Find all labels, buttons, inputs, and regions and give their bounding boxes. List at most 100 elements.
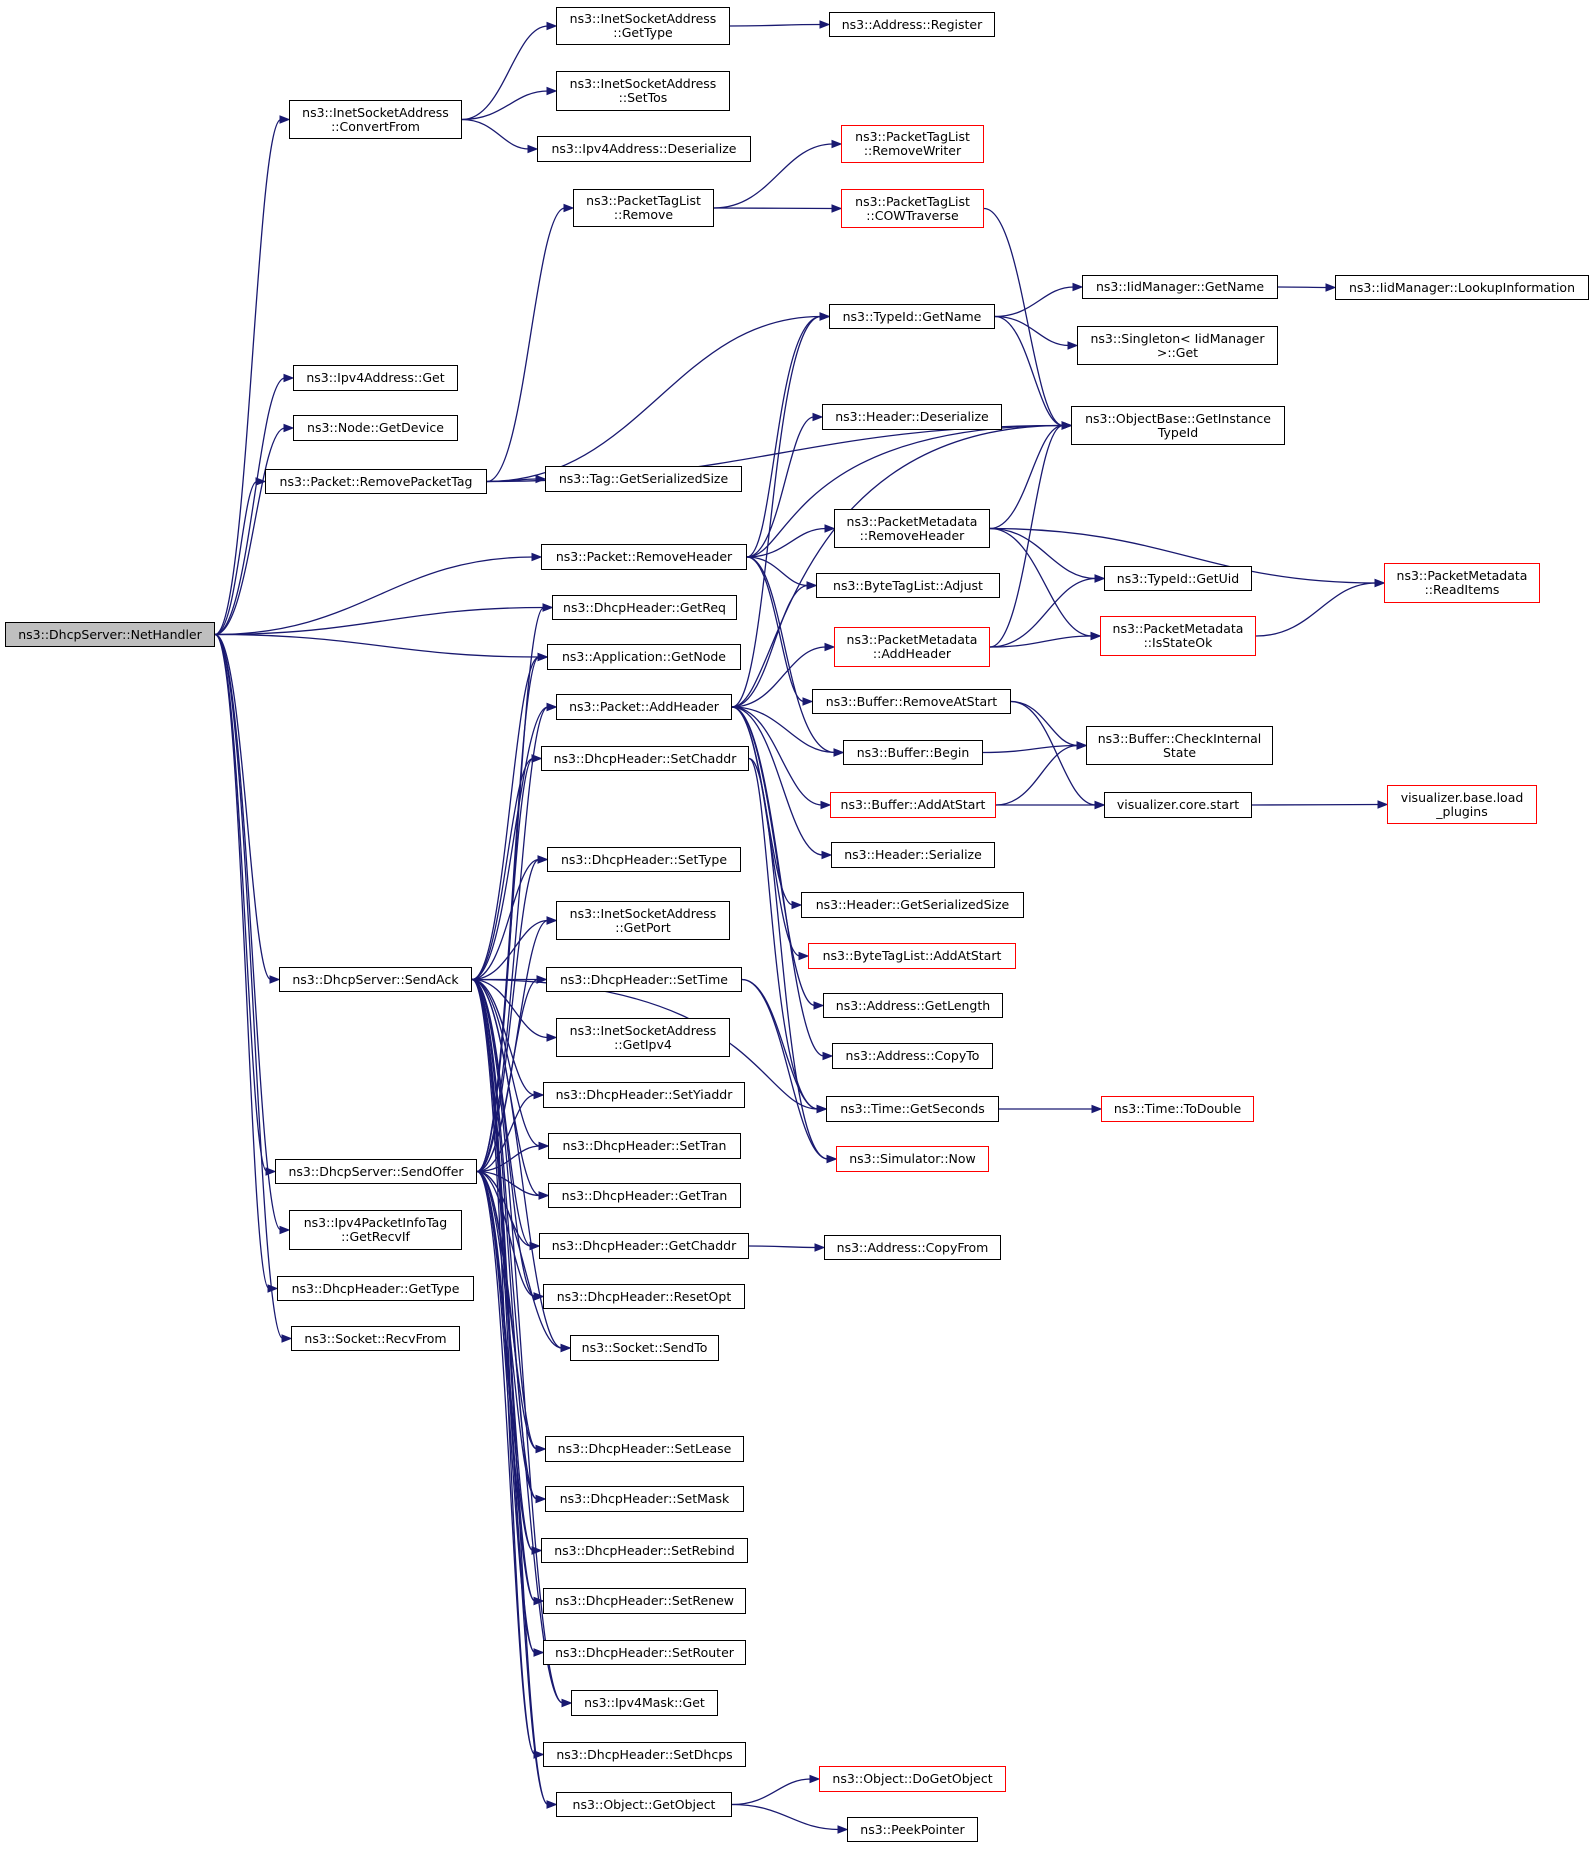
edge-buffer-add-at-start-to-buffer-check-internal-state [995, 744, 1079, 806]
node-set-dhcps[interactable]: ns3::DhcpHeader::SetDhcps [543, 1742, 746, 1767]
edge-send-ack-to-app-get-node [471, 656, 540, 981]
node-typeid-get-uid[interactable]: ns3::TypeId::GetUid [1104, 566, 1252, 591]
node-inet-get-type[interactable]: ns3::InetSocketAddress ::GetType [556, 7, 730, 45]
node-buffer-remove-at-start[interactable]: ns3::Buffer::RemoveAtStart [812, 689, 1011, 714]
node-peek-pointer[interactable]: ns3::PeekPointer [847, 1817, 978, 1842]
node-objbase-get-instance-typeid[interactable]: ns3::ObjectBase::GetInstance TypeId [1071, 406, 1285, 445]
edge-send-offer-to-reset-opt [476, 1170, 536, 1298]
node-btl-add-at-start[interactable]: ns3::ByteTagList::AddAtStart [808, 943, 1016, 969]
node-remove-packet-tag[interactable]: ns3::Packet::RemovePacketTag [265, 469, 487, 494]
node-node-get-device[interactable]: ns3::Node::GetDevice [293, 415, 458, 441]
edge-arrowhead [1374, 578, 1386, 588]
edge-arrowhead [802, 697, 814, 706]
node-remove-header[interactable]: ns3::Packet::RemoveHeader [541, 544, 747, 570]
node-inet-get-ipv4[interactable]: ns3::InetSocketAddress ::GetIpv4 [556, 1018, 730, 1057]
node-tag-get-serialized-size[interactable]: ns3::Tag::GetSerializedSize [545, 466, 742, 492]
node-pm-remove-header[interactable]: ns3::PacketMetadata ::RemoveHeader [834, 509, 990, 548]
edge-arrowhead [824, 642, 836, 652]
node-pm-add-header[interactable]: ns3::PacketMetadata ::AddHeader [834, 627, 990, 667]
edge-send-offer-to-set-mask [476, 1170, 538, 1500]
node-pm-read-items[interactable]: ns3::PacketMetadata ::ReadItems [1384, 563, 1540, 603]
edge-net-handler-to-ipv4-pkt-info-get-recv-if [214, 633, 282, 1231]
node-iid-get-name[interactable]: ns3::IidManager::GetName [1082, 275, 1278, 299]
node-ipv4mask-get[interactable]: ns3::Ipv4Mask::Get [571, 1690, 718, 1716]
node-btl-adjust[interactable]: ns3::ByteTagList::Adjust [816, 573, 1000, 598]
node-header-get-serialized-size[interactable]: ns3::Header::GetSerializedSize [801, 892, 1024, 918]
edge-send-offer-to-add-header [476, 706, 549, 1173]
node-app-get-node[interactable]: ns3::Application::GetNode [547, 644, 741, 670]
edge-pm-is-state-ok-to-pm-read-items [1255, 582, 1377, 637]
edge-send-offer-to-get-req [476, 606, 545, 1173]
edge-arrowhead [1091, 1104, 1103, 1114]
node-address-get-length[interactable]: ns3::Address::GetLength [823, 993, 1003, 1018]
edge-arrowhead [269, 975, 281, 984]
edge-send-offer-to-set-time [476, 978, 539, 1173]
node-get-chaddr[interactable]: ns3::DhcpHeader::GetChaddr [539, 1233, 749, 1259]
node-buffer-add-at-start[interactable]: ns3::Buffer::AddAtStart [830, 792, 996, 818]
node-time-get-seconds[interactable]: ns3::Time::GetSeconds [826, 1096, 999, 1122]
edge-arrowhead [1072, 282, 1084, 292]
node-reset-opt[interactable]: ns3::DhcpHeader::ResetOpt [543, 1284, 745, 1309]
edge-arrowhead [816, 1104, 828, 1114]
node-set-tran[interactable]: ns3::DhcpHeader::SetTran [548, 1133, 741, 1159]
node-set-renew[interactable]: ns3::DhcpHeader::SetRenew [543, 1588, 746, 1614]
node-get-req[interactable]: ns3::DhcpHeader::GetReq [552, 595, 737, 620]
node-vis-core-start[interactable]: visualizer.core.start [1104, 792, 1252, 818]
node-buffer-check-internal-state[interactable]: ns3::Buffer::CheckInternal State [1086, 726, 1273, 765]
edge-add-header-to-header-serialize [731, 706, 824, 856]
node-send-offer[interactable]: ns3::DhcpServer::SendOffer [275, 1159, 477, 1184]
node-set-router[interactable]: ns3::DhcpHeader::SetRouter [543, 1640, 746, 1665]
node-address-copy-to[interactable]: ns3::Address::CopyTo [832, 1043, 993, 1069]
node-inet-set-tos[interactable]: ns3::InetSocketAddress ::SetTos [556, 71, 730, 111]
node-ipv4-pkt-info-get-recv-if[interactable]: ns3::Ipv4PacketInfoTag ::GetRecvIf [289, 1210, 462, 1250]
node-ipv4-deserialize[interactable]: ns3::Ipv4Address::Deserialize [537, 136, 751, 162]
node-simulator-now[interactable]: ns3::Simulator::Now [836, 1146, 989, 1172]
edge-arrowhead [1076, 741, 1088, 750]
node-set-time[interactable]: ns3::DhcpHeader::SetTime [546, 967, 742, 992]
node-singleton-get[interactable]: ns3::Singleton< IidManager >::Get [1077, 326, 1278, 365]
node-set-lease[interactable]: ns3::DhcpHeader::SetLease [545, 1436, 744, 1462]
edge-inet-convert-from-to-ipv4-deserialize [461, 118, 530, 150]
edge-pm-add-header-to-pm-is-state-ok [989, 635, 1093, 648]
edge-arrowhead [533, 1750, 545, 1759]
node-time-to-double[interactable]: ns3::Time::ToDouble [1101, 1096, 1254, 1122]
edge-send-ack-to-socket-send-to [471, 978, 563, 1349]
edge-arrowhead [560, 1343, 572, 1353]
edge-add-header-to-buffer-begin [731, 706, 836, 754]
node-inet-get-port[interactable]: ns3::InetSocketAddress ::GetPort [556, 901, 730, 940]
node-inet-convert-from[interactable]: ns3::InetSocketAddress ::ConvertFrom [289, 100, 462, 139]
node-pm-is-state-ok[interactable]: ns3::PacketMetadata ::IsStateOk [1100, 616, 1256, 656]
node-set-rebind[interactable]: ns3::DhcpHeader::SetRebind [541, 1538, 748, 1563]
edge-remove-packet-tag-to-ptl-remove [486, 207, 566, 483]
node-buffer-begin[interactable]: ns3::Buffer::Begin [843, 740, 983, 765]
node-iid-lookup-info[interactable]: ns3::IidManager::LookupInformation [1335, 275, 1589, 300]
node-set-type[interactable]: ns3::DhcpHeader::SetType [547, 847, 741, 872]
node-socket-send-to[interactable]: ns3::Socket::SendTo [570, 1335, 719, 1361]
edge-net-handler-to-node-get-device [214, 427, 286, 636]
node-ipv4-get[interactable]: ns3::Ipv4Address::Get [293, 365, 458, 391]
node-ptl-cow-traverse[interactable]: ns3::PacketTagList ::COWTraverse [841, 189, 984, 228]
node-header-deserialize[interactable]: ns3::Header::Deserialize [822, 404, 1002, 430]
edge-arrowhead [798, 951, 810, 961]
node-net-handler: ns3::DhcpServer::NetHandler [5, 622, 215, 647]
edge-net-handler-to-send-offer [214, 633, 268, 1173]
node-set-mask[interactable]: ns3::DhcpHeader::SetMask [545, 1486, 744, 1512]
node-set-yiaddr[interactable]: ns3::DhcpHeader::SetYiaddr [543, 1082, 745, 1108]
node-vis-load-plugins[interactable]: visualizer.base.load _plugins [1387, 785, 1537, 824]
node-dhcp-get-type[interactable]: ns3::DhcpHeader::GetType [277, 1276, 474, 1301]
node-get-tran[interactable]: ns3::DhcpHeader::GetTran [548, 1183, 741, 1208]
node-header-serialize[interactable]: ns3::Header::Serialize [831, 842, 995, 868]
node-socket-recv-from[interactable]: ns3::Socket::RecvFrom [291, 1326, 460, 1351]
node-ptl-remove-writer[interactable]: ns3::PacketTagList ::RemoveWriter [841, 125, 984, 163]
node-add-header[interactable]: ns3::Packet::AddHeader [556, 694, 732, 720]
node-address-copy-from[interactable]: ns3::Address::CopyFrom [824, 1235, 1001, 1260]
node-ptl-remove[interactable]: ns3::PacketTagList ::Remove [573, 189, 714, 227]
node-address-register[interactable]: ns3::Address::Register [829, 12, 995, 37]
node-object-do-get-object[interactable]: ns3::Object::DoGetObject [819, 1766, 1006, 1792]
node-send-ack[interactable]: ns3::DhcpServer::SendAck [279, 967, 472, 992]
edge-pm-remove-header-to-typeid-get-uid [989, 527, 1097, 580]
node-object-get-object[interactable]: ns3::Object::GetObject [556, 1792, 732, 1817]
node-typeid-get-name[interactable]: ns3::TypeId::GetName [829, 304, 995, 329]
node-set-chaddr[interactable]: ns3::DhcpHeader::SetChaddr [541, 746, 749, 771]
edge-send-offer-to-set-yiaddr [476, 1094, 536, 1173]
